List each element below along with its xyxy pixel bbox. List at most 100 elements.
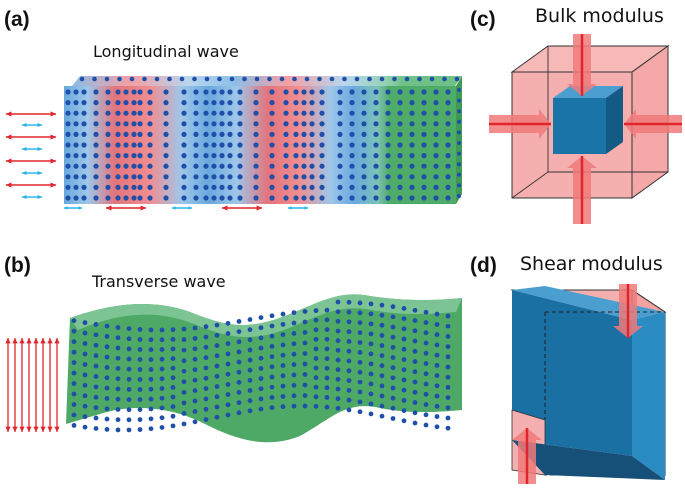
atom [357,379,363,385]
atom [65,131,71,137]
atom [409,142,415,148]
atom [123,131,129,137]
atom [73,174,79,180]
atom [313,327,319,333]
atom [368,301,374,307]
atom [179,76,185,82]
arrowhead [78,206,82,210]
atom [397,142,403,148]
atom [385,89,391,95]
atom [236,339,242,345]
atom [329,76,335,82]
atom [115,366,121,371]
atom [346,368,352,374]
atom [225,361,231,367]
atom [123,184,129,190]
atom [379,302,385,308]
atom [319,184,325,190]
atom [93,374,99,379]
atom [71,328,77,334]
atom [280,363,286,368]
atom [123,100,129,106]
atom [385,142,391,148]
atom [373,184,379,190]
atom [73,195,79,201]
atom [137,131,143,137]
atom [291,341,297,347]
atom [324,346,330,352]
atom [361,195,367,201]
atom [361,153,367,159]
atom [324,365,330,371]
atom [82,320,88,326]
atom [390,375,396,381]
atom [335,376,341,382]
atom [357,349,363,355]
atom [421,195,427,201]
atom [126,346,132,352]
atom [401,418,407,424]
atom [397,121,403,127]
atom [71,370,77,376]
atom [346,299,352,305]
atom [225,382,231,387]
atom [193,110,199,116]
atom [361,163,367,169]
atom [159,366,165,372]
atom [412,328,418,334]
atom [433,174,439,180]
arrowhead [6,182,12,188]
atom [71,349,77,355]
atom [203,100,209,106]
atom [457,141,461,145]
atom [258,315,264,320]
atom [390,405,396,411]
atom [203,375,209,381]
atom [214,343,220,348]
atom [302,330,308,335]
atom [247,377,253,383]
atom [385,131,391,137]
atom [163,131,169,137]
atom [123,174,129,180]
atom [73,163,79,169]
atom [253,174,259,180]
atom [280,393,286,399]
atom [379,333,385,338]
atom [361,121,367,127]
atom [115,396,121,402]
atom [445,184,451,190]
atom [104,375,110,381]
atom [385,184,391,190]
atom [137,89,143,95]
atom [167,76,172,82]
atom [126,417,132,423]
arrowhead [288,206,292,210]
atom [357,409,363,415]
atom [423,381,429,387]
panel-c: (c) Bulk modulus [470,5,682,224]
atom [181,195,187,201]
atom [269,174,275,180]
atom [170,346,176,352]
shear-arrows [512,284,643,484]
atom [445,89,451,95]
arrowhead [12,426,18,432]
atom [346,309,352,315]
atom [423,309,429,315]
atom [412,338,418,344]
atom [65,142,71,148]
atom [337,121,343,127]
atom [137,184,143,190]
atom [457,172,461,177]
arrowhead [22,194,27,200]
atom [73,184,79,190]
arrowhead [50,158,56,164]
atom [181,121,187,127]
atom [211,174,217,180]
atom [346,378,352,383]
atom [349,131,355,137]
atom [203,355,209,361]
atom [137,174,143,180]
atom [131,121,137,127]
